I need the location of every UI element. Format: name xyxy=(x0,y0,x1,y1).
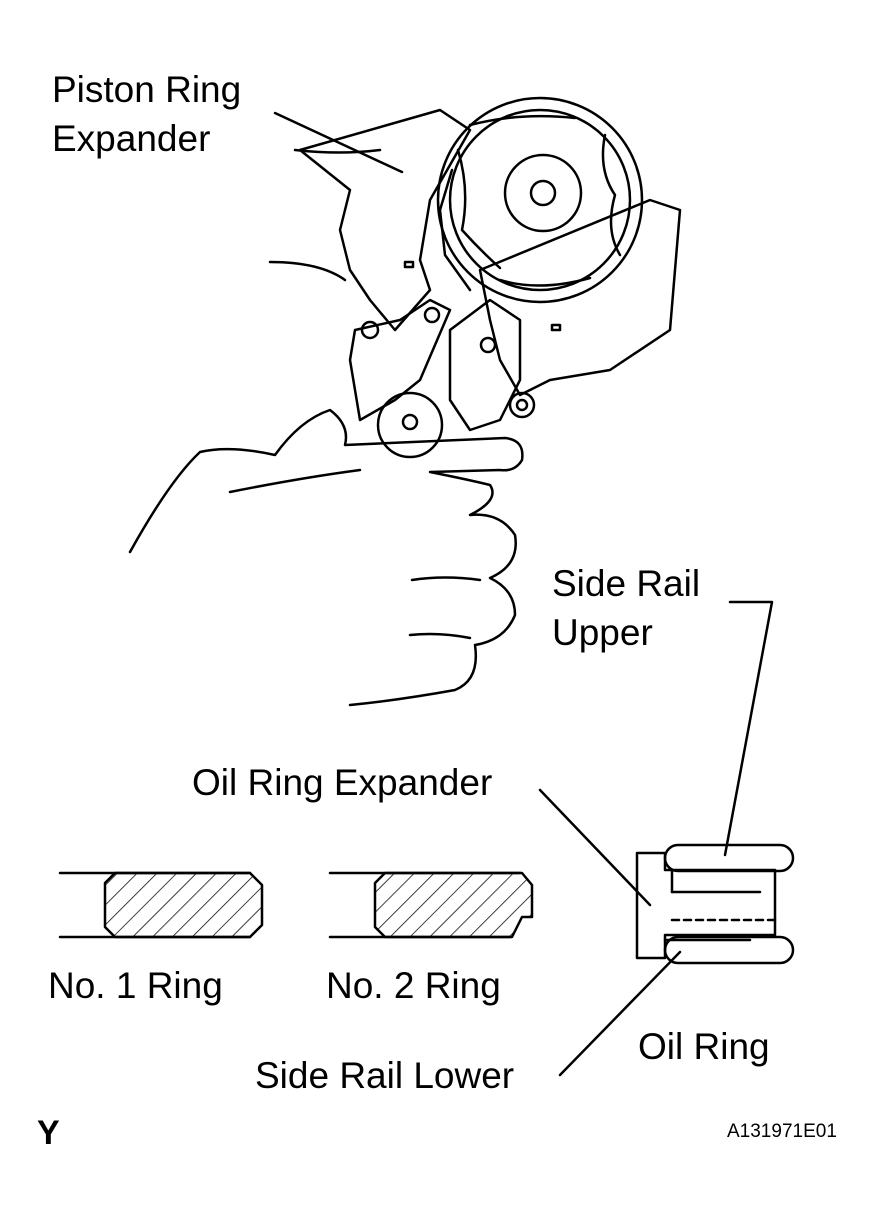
label-side-rail-upper-line1: Side Rail xyxy=(552,563,701,604)
hand xyxy=(128,408,524,707)
figure-id: A131971E01 xyxy=(727,1121,837,1142)
expander-handle-left xyxy=(348,298,452,422)
leader-piston-ring-expander xyxy=(273,111,404,174)
no2-ring-section xyxy=(328,871,534,939)
oil-ring-section xyxy=(635,843,795,965)
expander-pivot xyxy=(376,391,444,459)
label-oil-ring-expander: Oil Ring Expander xyxy=(192,762,493,803)
expander-left-jaw xyxy=(298,108,472,332)
piston-crown xyxy=(436,96,644,304)
expander-handle-right xyxy=(448,298,522,432)
corner-mark: Y xyxy=(37,1114,60,1152)
side-rail-upper-shape xyxy=(663,843,795,873)
label-side-rail-upper-line2: Upper xyxy=(552,612,653,653)
piston-ring-expander-illustration xyxy=(128,96,682,707)
no1-ring-section xyxy=(58,871,264,939)
label-oil-ring: Oil Ring xyxy=(638,1026,770,1067)
expander-right-jaw xyxy=(478,198,682,397)
oil-ring-expander-body xyxy=(635,851,777,960)
label-side-rail-lower: Side Rail Lower xyxy=(255,1055,515,1096)
label-piston-ring-expander-line2: Expander xyxy=(52,118,211,159)
leader-side-rail-lower xyxy=(558,950,682,1077)
label-piston-ring-expander-line1: Piston Ring xyxy=(52,69,242,110)
leader-side-rail-upper xyxy=(723,600,774,857)
side-rail-lower-shape xyxy=(663,935,795,965)
label-no2-ring: No. 2 Ring xyxy=(326,965,501,1006)
leader-oil-ring-expander xyxy=(538,788,652,907)
label-no1-ring: No. 1 Ring xyxy=(48,965,223,1006)
